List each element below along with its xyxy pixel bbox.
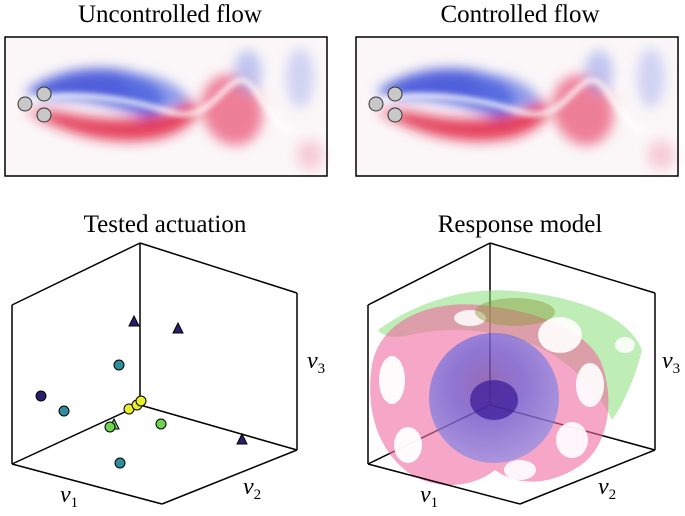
response-model-front bbox=[367, 449, 656, 505]
response-axis-v3-label: v3 bbox=[662, 348, 681, 377]
controlled-flow-title: Controlled flow bbox=[440, 1, 600, 28]
point-marker bbox=[35, 390, 47, 402]
blue-vortex-1 bbox=[585, 50, 613, 94]
upper-shear-tail bbox=[471, 73, 541, 110]
point-marker bbox=[113, 359, 125, 371]
blue-vortex-2 bbox=[286, 48, 314, 108]
triangle-marker bbox=[236, 432, 248, 445]
blue-vortex-1 bbox=[234, 50, 262, 94]
cylinder-icon bbox=[17, 96, 33, 112]
tested-axis-v1-label: v1 bbox=[60, 482, 79, 511]
wake-centerline bbox=[380, 77, 643, 133]
green-cap bbox=[475, 298, 555, 326]
point-marker bbox=[58, 405, 70, 417]
response-model-title: Response model bbox=[437, 211, 603, 238]
cylinder-icon bbox=[36, 86, 52, 102]
triangle-marker bbox=[172, 321, 184, 334]
vorticity-field bbox=[25, 48, 324, 170]
tested-axis-v2-label: v2 bbox=[243, 474, 262, 503]
point-marker bbox=[135, 395, 147, 407]
wake-centerline bbox=[29, 77, 292, 133]
tested-actuation-markers bbox=[35, 314, 248, 469]
point-marker bbox=[104, 421, 116, 433]
surface-hole bbox=[394, 427, 422, 463]
surface-hole bbox=[538, 317, 582, 353]
uncontrolled-flow-panel bbox=[4, 36, 328, 177]
cylinder-icon bbox=[36, 107, 52, 123]
cylinder-icon bbox=[387, 86, 403, 102]
surface-hole bbox=[379, 356, 405, 404]
lower-shear-layer bbox=[376, 100, 548, 142]
cylinder-icon bbox=[368, 96, 384, 112]
pink-vortex-far bbox=[296, 140, 324, 170]
surface-hole bbox=[454, 310, 486, 326]
surface-hole bbox=[556, 422, 588, 458]
blue-sphere-core bbox=[470, 380, 518, 420]
flow-frame bbox=[355, 36, 679, 177]
surface-hole bbox=[615, 337, 635, 353]
controlled-flow-panel bbox=[355, 36, 679, 177]
response-axis-v2-label: v2 bbox=[598, 474, 617, 503]
upper-shear-tail bbox=[120, 73, 190, 110]
vorticity-field bbox=[376, 48, 675, 170]
point-marker bbox=[114, 457, 126, 469]
point-marker bbox=[155, 418, 167, 430]
tested-actuation-title: Tested actuation bbox=[83, 211, 247, 238]
pink-vortex-far bbox=[647, 140, 675, 170]
lower-shear-layer bbox=[25, 100, 197, 142]
uncontrolled-flow-title: Uncontrolled flow bbox=[78, 1, 262, 28]
response-surfaces bbox=[370, 290, 642, 485]
response-axis-v1-label: v1 bbox=[420, 482, 439, 511]
blue-vortex-2 bbox=[637, 48, 665, 108]
surface-hole bbox=[504, 460, 536, 480]
tested-actuation-box bbox=[11, 242, 298, 505]
flow-frame bbox=[4, 36, 328, 177]
tested-axis-v3-label: v3 bbox=[307, 348, 326, 377]
cylinder-icon bbox=[387, 107, 403, 123]
surface-hole bbox=[576, 363, 604, 407]
triangle-marker bbox=[128, 314, 140, 327]
